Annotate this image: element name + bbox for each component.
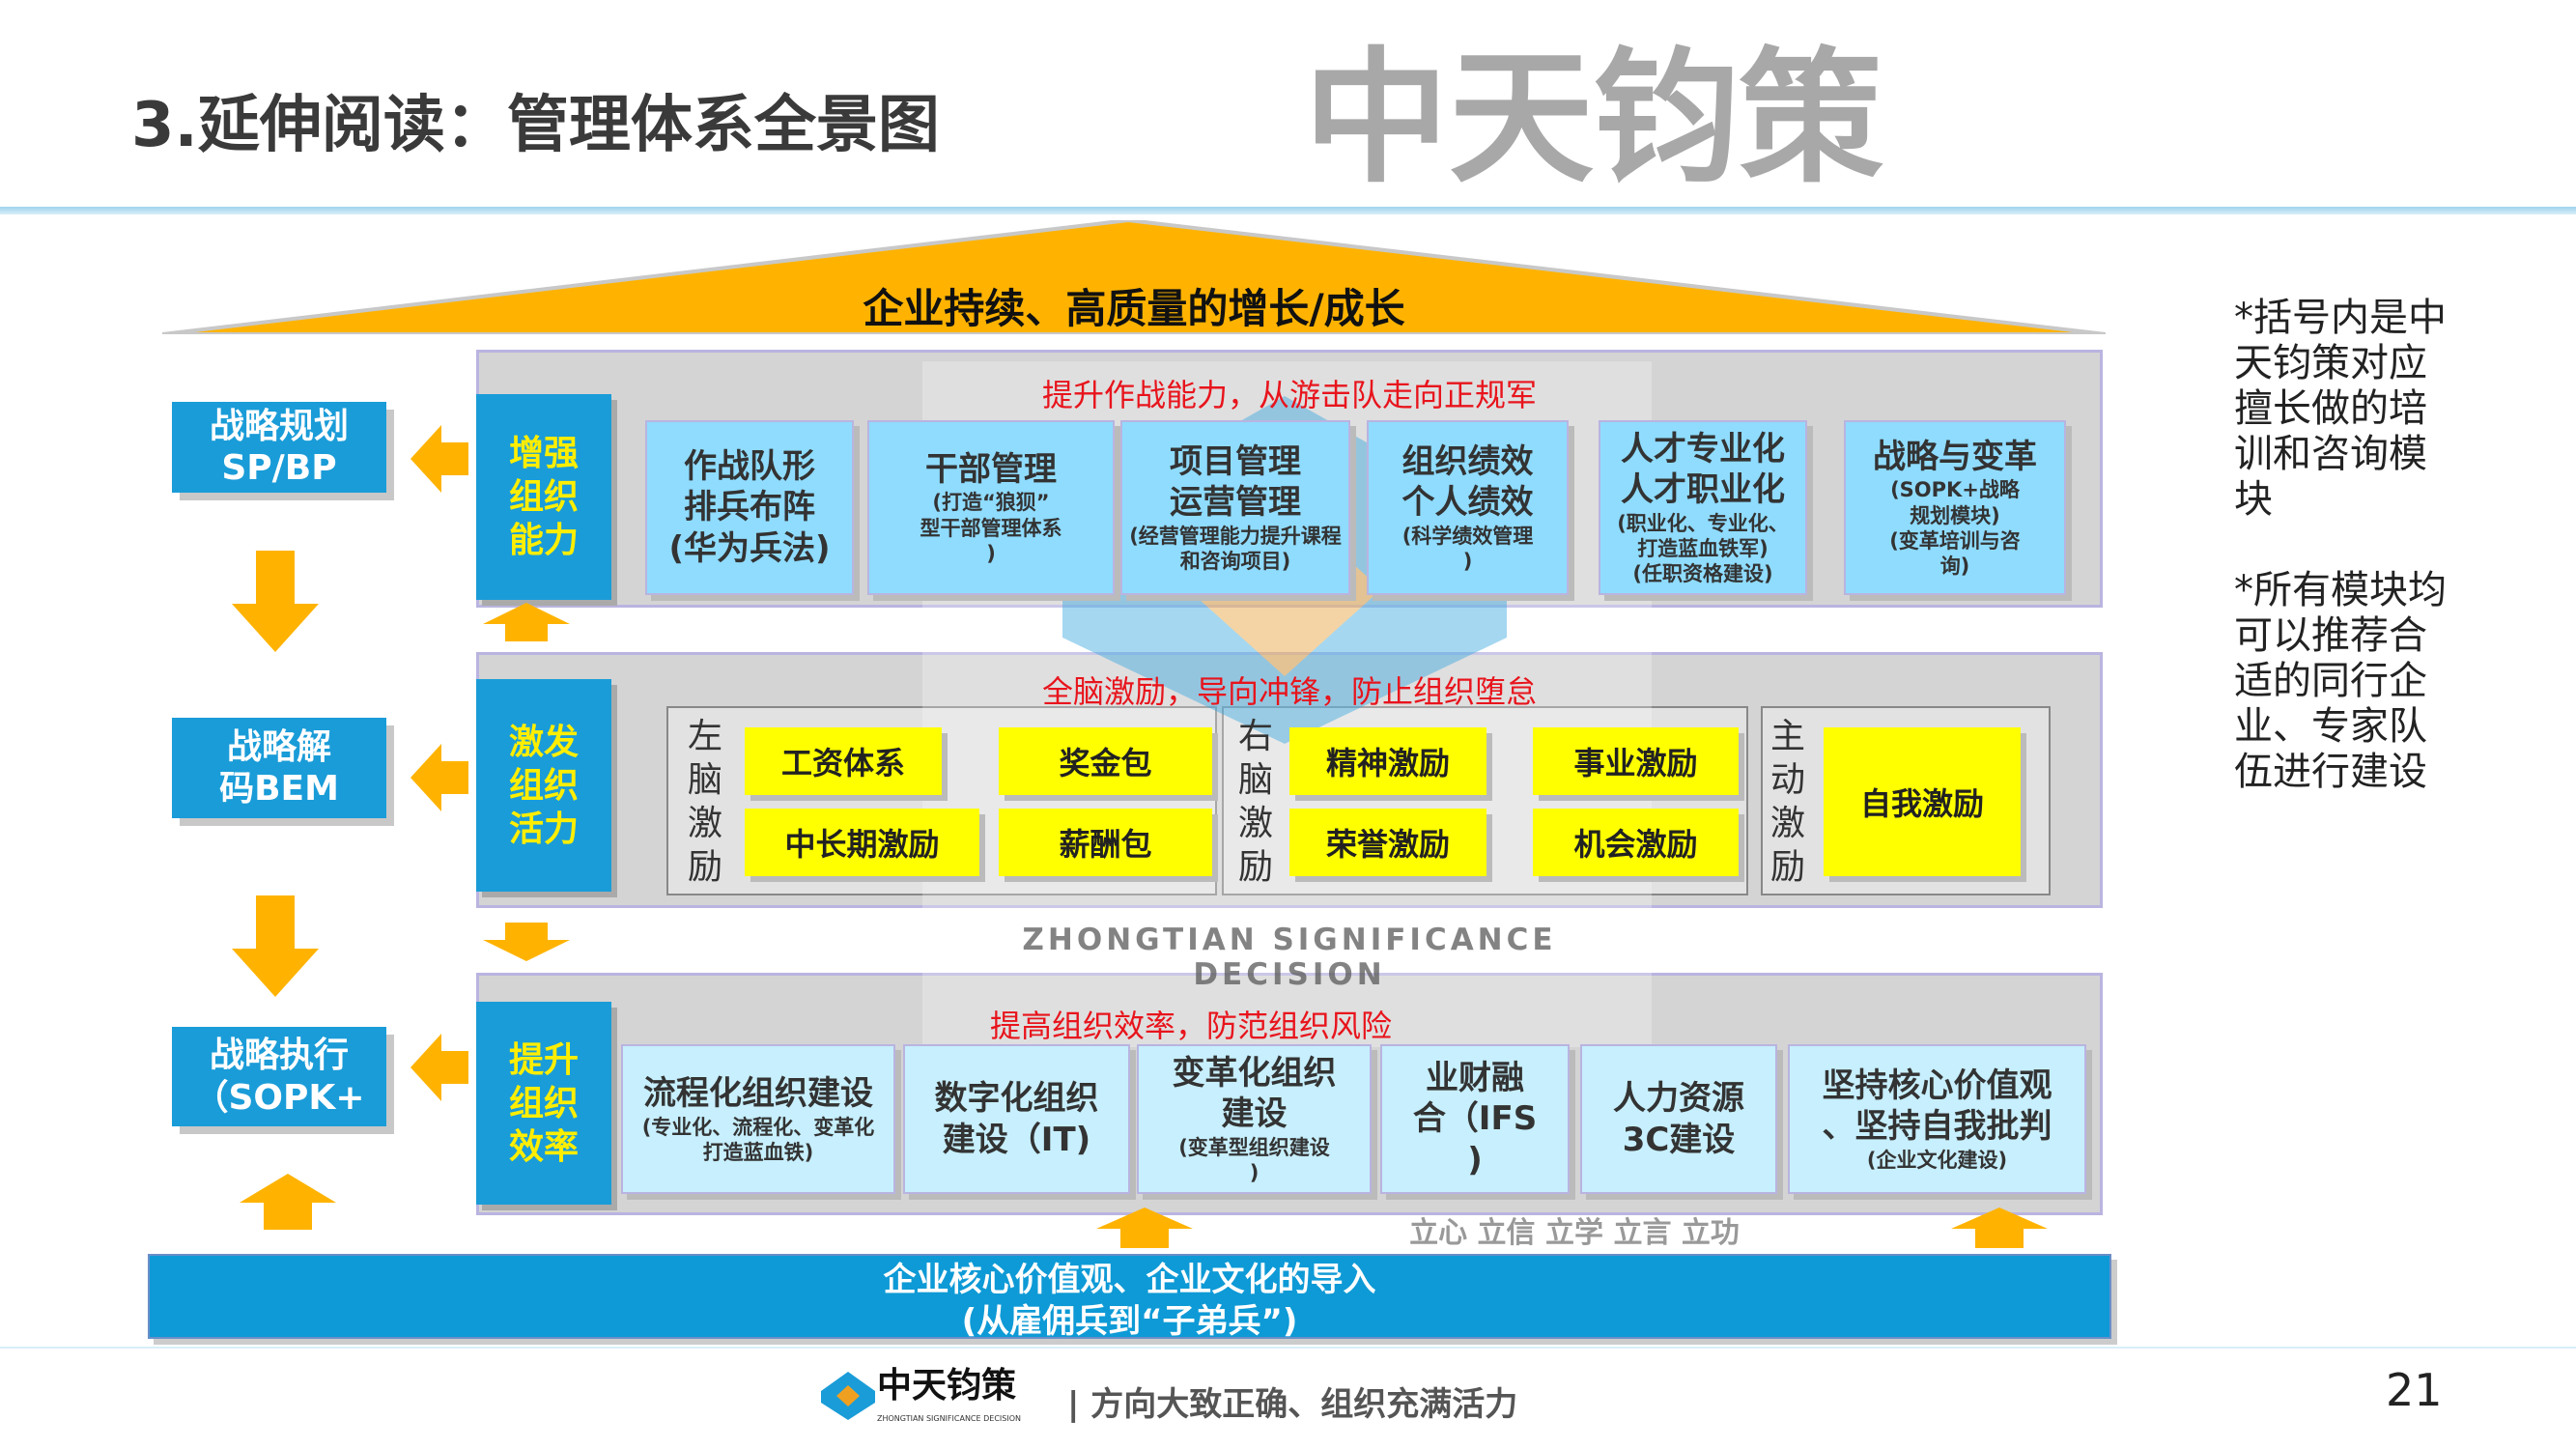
row1-module: 人才专业化 人才职业化(职业化、专业化、 打造蓝血铁军) (任职资格建设)	[1599, 420, 1807, 595]
roof-text: 企业持续、高质量的增长/成长	[863, 285, 1405, 332]
incentive-career: 事业激励	[1533, 727, 1739, 795]
incentive-self: 自我激励	[1824, 727, 2021, 876]
module-title: 数字化组织 建设（IT)	[934, 1079, 1099, 1159]
right-brain-label: 右脑激励	[1237, 717, 1273, 887]
page-title: 3.延伸阅读：管理体系全景图	[131, 90, 940, 161]
row3-module: 数字化组织 建设（IT)	[903, 1044, 1130, 1194]
incentive-honor: 荣誉激励	[1289, 809, 1486, 876]
arrow-left-icon	[410, 1034, 468, 1101]
row2-headline: 全脑激励，导向冲锋，防止组织堕怠	[1041, 673, 1537, 710]
module-title: 坚持核心价值观 、坚持自我批判	[1822, 1065, 2052, 1147]
module-subtitle: (企业文化建设)	[1866, 1148, 2008, 1172]
note-2: *所有模块均可以推荐合适的同行企业、专家队伍进行建设	[2234, 568, 2447, 794]
row3-module: 业财融 合（IFS )	[1380, 1044, 1570, 1194]
incentive-long-term: 中长期激励	[745, 809, 979, 876]
watermark-en: ZHONGTIAN SIGNIFICANCE DECISION	[1022, 923, 1557, 992]
header-divider	[0, 207, 2576, 214]
left-brain-label: 左脑激励	[687, 717, 722, 887]
footer-divider	[0, 1347, 2576, 1349]
row1-module: 组织绩效 个人绩效(科学绩效管理 )	[1367, 420, 1569, 595]
row2-label: 激发 组织 活力	[476, 679, 611, 892]
row1-module: 干部管理(打造“狼狈” 型干部管理体系 )	[867, 420, 1115, 595]
row3-module: 变革化组织 建设(变革型组织建设 )	[1137, 1044, 1372, 1194]
row3-label: 提升 组织 效率	[476, 1002, 611, 1205]
incentive-salary-system: 工资体系	[745, 727, 942, 795]
module-title: 变革化组织 建设	[1172, 1053, 1337, 1134]
active-label: 主动激励	[1769, 717, 1805, 887]
foundation-bar: 企业核心价值观、企业文化的导入 (从雇佣兵到“子弟兵”)	[148, 1254, 2111, 1341]
module-subtitle: (SOPK+战略 规划模块) (变革培训与咨 询)	[1889, 478, 2021, 578]
arrow-down-icon	[232, 551, 319, 652]
row3-module: 流程化组织建设(专业化、流程化、变革化 打造蓝血铁)	[621, 1044, 895, 1194]
incentive-bonus-pool: 奖金包	[999, 727, 1212, 795]
footer-slogan: | 方向大致正确、组织充满活力	[1067, 1385, 1518, 1424]
row1-module: 作战队形 排兵布阵 (华为兵法)	[645, 420, 854, 595]
module-title: 作战队形 排兵布阵 (华为兵法)	[668, 446, 831, 568]
arrow-left-icon	[410, 744, 468, 811]
sidebar-strategy-decoding: 战略解 码BEM	[172, 718, 386, 818]
arrow-up-icon	[483, 603, 570, 641]
module-title: 干部管理	[925, 449, 1057, 489]
arrow-up-icon	[240, 1174, 336, 1230]
arrow-left-icon	[410, 425, 468, 493]
module-title: 战略与变革	[1873, 437, 2037, 476]
module-subtitle: (职业化、专业化、 打造蓝血铁军) (任职资格建设)	[1617, 511, 1789, 586]
row3-module: 人力资源 3C建设	[1580, 1044, 1777, 1194]
module-subtitle: (专业化、流程化、变革化 打造蓝血铁)	[641, 1115, 875, 1164]
arrow-up-icon	[1096, 1208, 1193, 1248]
footer-logo-text: 中天钧策	[877, 1366, 1017, 1406]
module-title: 人力资源 3C建设	[1613, 1079, 1744, 1159]
watermark-motto: 立心 立信 立学 立言 立功	[1409, 1216, 1740, 1250]
row1-module: 战略与变革(SOPK+战略 规划模块) (变革培训与咨 询)	[1844, 420, 2066, 595]
sidebar-strategy-planning: 战略规划 SP/BP	[172, 402, 386, 493]
note-1: *括号内是中天钧策对应擅长做的培训和咨询模块	[2234, 296, 2447, 522]
module-title: 流程化组织建设	[643, 1074, 873, 1113]
arrow-down-icon	[483, 923, 570, 961]
module-subtitle: (打造“狼狈” 型干部管理体系 )	[920, 491, 1062, 565]
module-title: 组织绩效 个人绩效	[1401, 441, 1534, 523]
incentive-spiritual: 精神激励	[1289, 727, 1486, 795]
module-subtitle: (科学绩效管理 )	[1401, 524, 1534, 573]
row3-module: 坚持核心价值观 、坚持自我批判(企业文化建设)	[1788, 1044, 2086, 1194]
row1-headline: 提升作战能力，从游击队走向正规军	[1041, 377, 1537, 413]
arrow-down-icon	[232, 895, 319, 997]
incentive-compensation-pool: 薪酬包	[999, 809, 1212, 876]
roof-shape	[162, 220, 2106, 334]
page-number: 21	[2386, 1364, 2443, 1416]
module-subtitle: (经营管理能力提升课程 和咨询项目)	[1129, 524, 1342, 573]
arrow-up-icon	[1951, 1208, 2048, 1248]
module-title: 项目管理 运营管理	[1170, 441, 1301, 523]
module-subtitle: (变革型组织建设 )	[1178, 1135, 1330, 1184]
module-title: 人才专业化 人才职业化	[1621, 429, 1785, 510]
row3-headline: 提高组织效率，防范组织风险	[989, 1008, 1392, 1044]
row1-module: 项目管理 运营管理(经营管理能力提升课程 和咨询项目)	[1120, 420, 1350, 595]
sidebar-strategy-execution: 战略执行 （SOPK+	[172, 1027, 386, 1126]
row1-label: 增强 组织 能力	[476, 394, 611, 600]
incentive-opportunity: 机会激励	[1533, 809, 1739, 876]
footer-logo-icon	[821, 1372, 875, 1420]
module-title: 业财融 合（IFS )	[1412, 1058, 1538, 1179]
watermark-text: 中天钧策	[1303, 35, 1883, 203]
footer-logo-en: ZHONGTIAN SIGNIFICANCE DECISION	[877, 1414, 1021, 1423]
